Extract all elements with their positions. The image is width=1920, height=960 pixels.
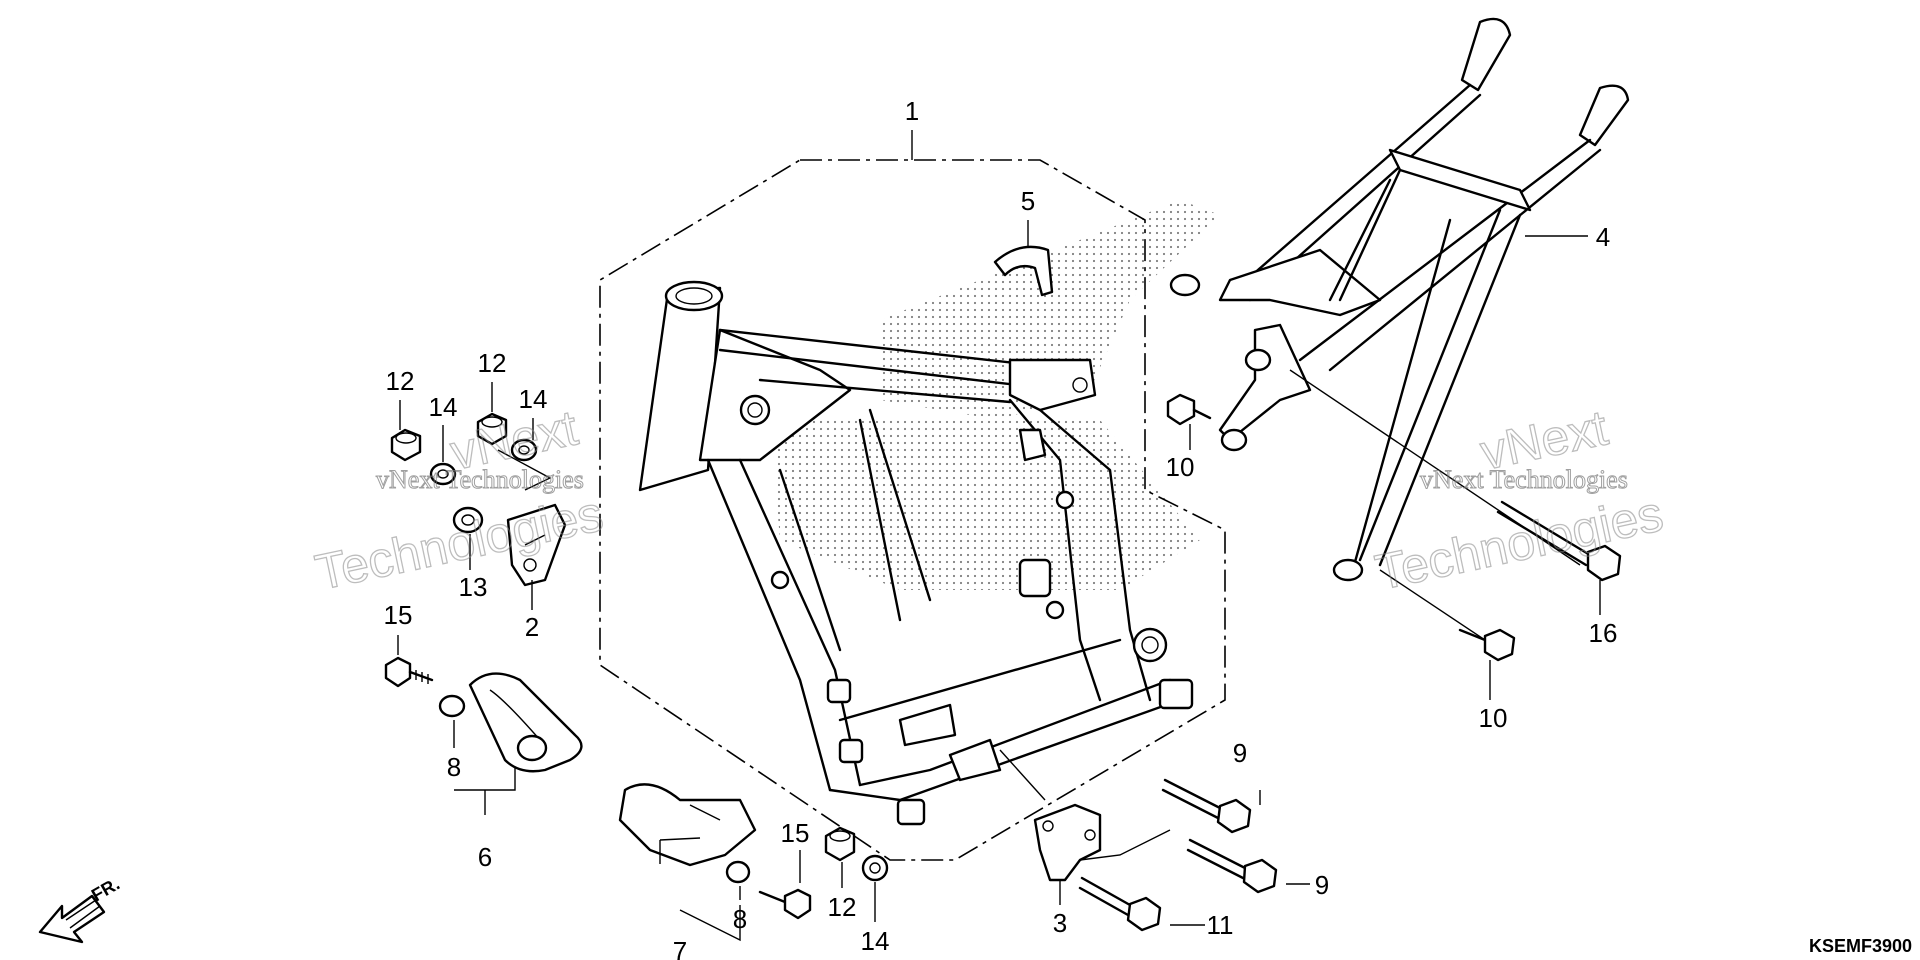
callout-4: 4 xyxy=(1596,222,1610,252)
bolt-11[interactable] xyxy=(1078,876,1162,932)
callout-5: 5 xyxy=(1021,186,1035,216)
nut-12-upper-left[interactable] xyxy=(390,428,422,462)
callout-16: 16 xyxy=(1589,618,1618,648)
rear-subframe[interactable] xyxy=(1169,17,1630,582)
part-7-frame-guard[interactable] xyxy=(618,783,757,867)
bolt-9-upper[interactable] xyxy=(1161,778,1252,834)
leader-lines xyxy=(397,130,1601,942)
part-5-clamp[interactable] xyxy=(993,245,1054,297)
washer-14-upper-left[interactable] xyxy=(429,462,457,486)
callout-labels: 1 2 3 4 5 6 7 8 8 9 9 10 10 11 12 12 12 … xyxy=(384,96,1618,960)
shading-stipple xyxy=(770,200,1220,590)
callout-15-left: 15 xyxy=(384,600,413,630)
callout-14-bottom: 14 xyxy=(861,926,890,956)
bolt-16-long[interactable] xyxy=(1496,500,1622,582)
frame-assembly-outline xyxy=(599,159,1226,861)
front-arrow-icon xyxy=(38,894,106,944)
main-frame[interactable] xyxy=(638,280,1194,826)
callout-13: 13 xyxy=(459,572,488,602)
bolt-10-left[interactable] xyxy=(1166,393,1212,426)
callout-3: 3 xyxy=(1053,908,1067,938)
collar-8-bottom[interactable] xyxy=(725,860,751,884)
nut-12-bottom[interactable] xyxy=(824,826,856,862)
diagram-code: KSEMF3900 xyxy=(1809,936,1912,956)
callout-14-upper-left: 14 xyxy=(429,392,458,422)
callout-8-left: 8 xyxy=(447,752,461,782)
watermark-text-left: vNext Technologies xyxy=(376,465,584,494)
callout-1: 1 xyxy=(905,96,919,126)
nut-12-upper-middle[interactable] xyxy=(476,412,508,446)
watermark-text-right: vNext Technologies xyxy=(1420,465,1628,494)
bolt-10-right[interactable] xyxy=(1458,628,1516,662)
callout-9-upper: 9 xyxy=(1233,738,1247,768)
callout-12-upper-middle: 12 xyxy=(478,348,507,378)
callout-9-lower: 9 xyxy=(1315,870,1329,900)
callout-8-bottom: 8 xyxy=(733,904,747,934)
part-6-frame-guard[interactable] xyxy=(468,672,583,773)
washer-14-bottom[interactable] xyxy=(861,854,889,882)
bolt-15-left[interactable] xyxy=(384,656,434,688)
collar-8-left[interactable] xyxy=(438,694,466,718)
washer-14-upper-middle[interactable] xyxy=(510,438,538,462)
bolt-15-bottom[interactable] xyxy=(758,888,812,920)
callout-12-bottom: 12 xyxy=(828,892,857,922)
watermark-big-right-2: Technologies xyxy=(1371,485,1668,600)
part-3-engine-hanger[interactable] xyxy=(1033,803,1102,882)
part-2-bracket[interactable] xyxy=(506,503,567,587)
collar-13[interactable] xyxy=(452,506,484,534)
bolt-9-lower[interactable] xyxy=(1186,838,1278,894)
callout-2: 2 xyxy=(525,612,539,642)
callout-12-upper-left: 12 xyxy=(386,366,415,396)
callout-15-bottom: 15 xyxy=(781,818,810,848)
callout-14-upper-middle: 14 xyxy=(519,384,548,414)
callout-10-right: 10 xyxy=(1479,703,1508,733)
front-direction-indicator: FR. xyxy=(38,874,123,944)
callout-6: 6 xyxy=(478,842,492,872)
callout-10-left: 10 xyxy=(1166,452,1195,482)
callout-7: 7 xyxy=(673,936,687,960)
callout-11: 11 xyxy=(1207,910,1234,940)
fasteners xyxy=(384,393,1622,932)
